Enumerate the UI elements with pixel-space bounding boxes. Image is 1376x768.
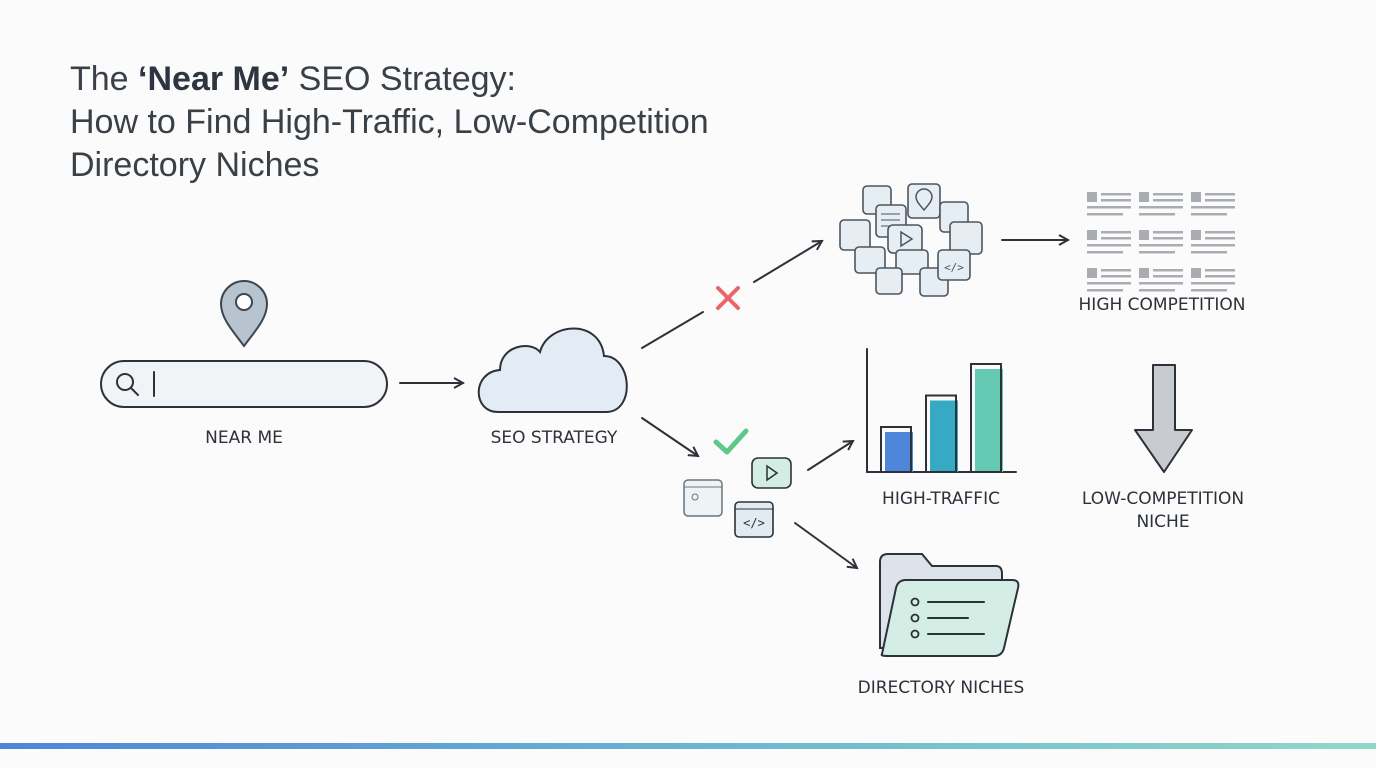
listing-line: [1101, 269, 1131, 272]
listing-line: [1205, 193, 1235, 196]
listing-thumb: [1191, 268, 1201, 278]
location-pin-icon: [219, 280, 269, 348]
title-emphasis: ‘Near Me’: [138, 60, 290, 98]
traffic-bar-chart: [866, 348, 1017, 473]
niche-label: NICHE: [1136, 512, 1189, 532]
listing-line: [1087, 289, 1123, 292]
listing-line: [1205, 275, 1235, 278]
listing-line: [1205, 231, 1235, 234]
listing-line: [1139, 213, 1175, 216]
listing-thumb: [1087, 192, 1097, 202]
title-line-2: How to Find High-Traffic, Low-Competitio…: [70, 103, 709, 141]
listing-line: [1087, 282, 1131, 285]
listing-line: [1153, 231, 1183, 234]
listing-thumb: [1139, 268, 1149, 278]
listing-thumb: [1087, 268, 1097, 278]
high-traffic-label: HIGH-TRAFFIC: [882, 489, 1000, 509]
search-icon: [116, 373, 139, 396]
near-me-label: NEAR ME: [205, 428, 283, 448]
listing-line: [1205, 237, 1235, 240]
arrow: [807, 441, 853, 471]
listing-line: [1205, 199, 1235, 202]
svg-text:</>: </>: [743, 516, 765, 530]
listing-line: [1101, 231, 1131, 234]
arrow: [641, 417, 698, 456]
cloud-icon: [477, 327, 628, 413]
listing-line: [1153, 199, 1183, 202]
listing-line: [1139, 282, 1183, 285]
bar-outline: [925, 394, 957, 473]
listing-line: [1191, 282, 1235, 285]
listing-thumb: [1139, 230, 1149, 240]
bar-outline: [880, 426, 912, 473]
bar: [885, 432, 913, 472]
accent-bar: [0, 743, 1376, 749]
down-arrow-icon: [1134, 364, 1193, 473]
listing-line: [1087, 251, 1123, 254]
title-text: SEO Strategy:: [289, 60, 516, 98]
listing-line: [1191, 251, 1227, 254]
listing-thumb: [1139, 192, 1149, 202]
page-title: The ‘Near Me’ SEO Strategy: How to Find …: [70, 58, 709, 187]
listing-line: [1139, 251, 1175, 254]
search-bar: [100, 360, 388, 408]
svg-text:</>: </>: [944, 261, 964, 274]
listing-thumb: [1191, 192, 1201, 202]
folder-icon: [879, 553, 1020, 657]
listing-line: [1205, 269, 1235, 272]
listing-line: [1191, 213, 1227, 216]
content-cards-icon: </>: [683, 457, 792, 538]
listing-thumb: [1087, 230, 1097, 240]
arrow: [641, 311, 704, 349]
listing-line: [1139, 289, 1175, 292]
listing-line: [1101, 275, 1131, 278]
listing-line: [1191, 244, 1235, 247]
listing-line: [1139, 244, 1183, 247]
listing-line: [1087, 213, 1123, 216]
listing-grid-icon: [1087, 192, 1235, 292]
title-line-3: Directory Niches: [70, 146, 320, 184]
listing-line: [1153, 237, 1183, 240]
directory-niches-label: DIRECTORY NICHES: [858, 678, 1025, 698]
low-competition-label: LOW-COMPETITION: [1082, 489, 1244, 509]
title-text: The: [70, 60, 139, 98]
high-competition-label: HIGH COMPETITION: [1079, 295, 1246, 315]
listing-line: [1101, 237, 1131, 240]
listing-line: [1101, 193, 1131, 196]
bar-outline: [970, 363, 1002, 473]
listing-thumb: [1191, 230, 1201, 240]
listing-line: [1191, 206, 1235, 209]
listing-line: [1087, 206, 1131, 209]
bar: [930, 400, 958, 472]
listing-line: [1153, 193, 1183, 196]
listing-line: [1087, 244, 1131, 247]
listing-line: [1153, 275, 1183, 278]
listing-line: [1191, 289, 1227, 292]
arrow: [753, 241, 822, 283]
arrow: [794, 522, 857, 568]
content-cluster-icon: </>: [839, 183, 983, 297]
listing-line: [1139, 206, 1183, 209]
x-mark-icon: [716, 286, 740, 310]
seo-strategy-label: SEO STRATEGY: [491, 428, 618, 448]
listing-line: [1153, 269, 1183, 272]
listing-line: [1101, 199, 1131, 202]
bar: [975, 369, 1003, 472]
checkmark-icon: [713, 428, 749, 455]
